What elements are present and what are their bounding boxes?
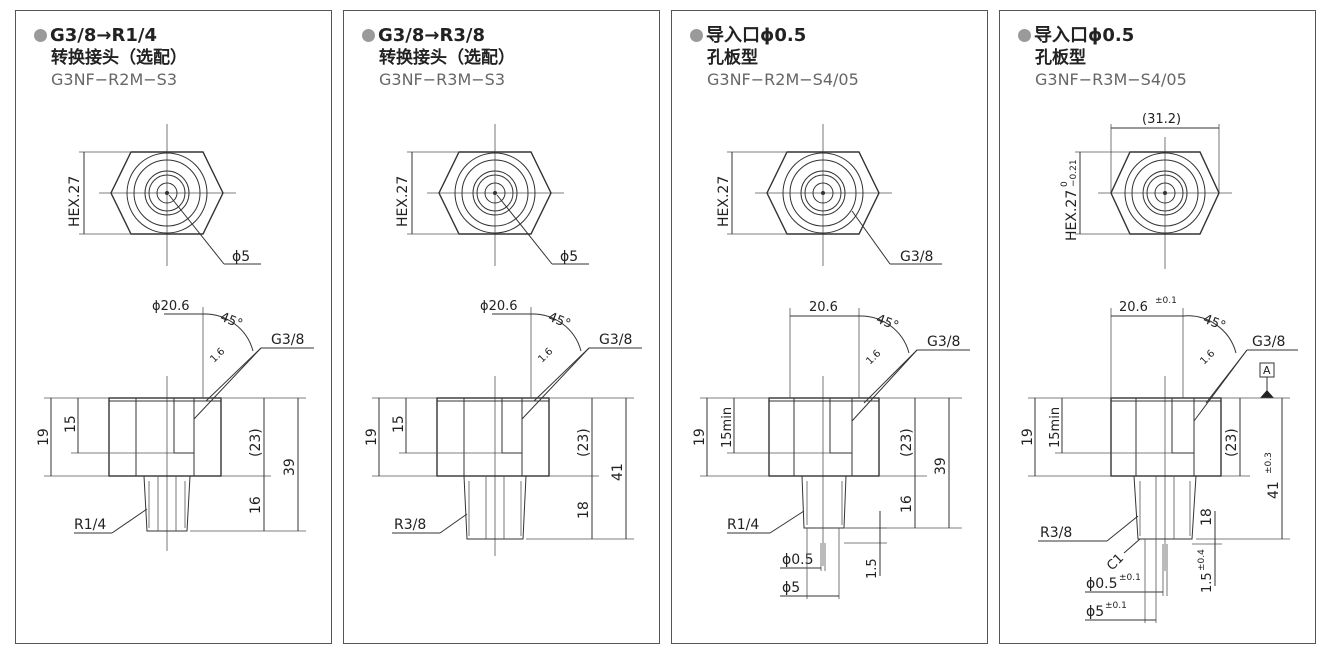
dim-23-label: (23) — [1224, 428, 1240, 457]
model-number: G3NF−R2M−S3 — [51, 70, 177, 89]
dim-total-tol: ±0.3 — [1264, 452, 1274, 474]
technical-drawing: HEX.27 ϕ5 ϕ20.6 45° G3/8 — [36, 124, 314, 551]
dim-23-label: (23) — [899, 428, 915, 457]
dim-19-label: 19 — [36, 428, 52, 446]
dim-total-label: 41 — [610, 463, 626, 481]
drawing-panel-4: 导入口ϕ0.5 孔板型 G3NF−R3M−S4/05 (31.2) HEX.27… — [999, 10, 1316, 644]
hex-label: HEX.27 — [67, 176, 83, 227]
bullet-icon — [690, 29, 703, 42]
datum-label: A — [1263, 364, 1271, 377]
orifice-label: ϕ0.5 — [782, 552, 814, 568]
dim-1-5-label: 1.5 — [865, 558, 880, 579]
panel-title: 导入口ϕ0.5 — [1034, 25, 1135, 46]
panel-subtitle: 孔板型 — [1035, 48, 1086, 68]
panel-subtitle: 孔板型 — [707, 48, 758, 68]
bore-label: ϕ5 — [1086, 604, 1104, 620]
side-view: ϕ20.6 45° G3/8 1.6 19 15 (23) 18 41 — [364, 299, 642, 556]
chamfer-label: 1.6 — [1198, 348, 1217, 367]
hex-label: HEX.27 — [395, 176, 411, 227]
dim-total-label: 39 — [933, 457, 949, 475]
drawing-panel-1: G3/8→R1/4 转换接头（选配） G3NF−R2M−S3 HEX.27 ϕ5 — [15, 10, 332, 644]
chamfer-label: 1.6 — [536, 346, 555, 365]
technical-drawing: HEX.27 ϕ5 ϕ20.6 45° G3/8 1. — [364, 124, 642, 556]
thread-bottom-label: R1/4 — [74, 517, 106, 533]
panel-title: 导入口ϕ0.5 — [706, 25, 807, 46]
bore-label: ϕ5 — [782, 580, 800, 596]
dim-19-label: 19 — [364, 428, 380, 446]
top-view: HEX.27 G3/8 — [716, 124, 942, 266]
dim-total-label: 41 — [1266, 481, 1282, 499]
drawing-panel-2: G3/8→R3/8 转换接头（选配） G3NF−R3M−S3 HEX.27 ϕ5 — [343, 10, 660, 644]
hex-label: HEX.27 — [716, 176, 732, 227]
chamfer-label: 1.6 — [208, 346, 227, 365]
top-view: HEX.27 ϕ5 — [395, 124, 589, 266]
dim-15-label: 15min — [720, 407, 735, 448]
panel-header: 导入口ϕ0.5 孔板型 G3NF−R3M−S4/05 — [1018, 25, 1187, 91]
thread-top-label: G3/8 — [599, 332, 632, 348]
thread-bottom-label: R3/8 — [394, 517, 426, 533]
dim-23-label: (23) — [576, 428, 592, 457]
model-number: G3NF−R3M−S4/05 — [1035, 70, 1187, 89]
dim-23-label: (23) — [248, 428, 264, 457]
technical-drawing: (31.2) HEX.27 0 −0.21 — [1020, 112, 1298, 623]
side-view: 20.6 45° G3/8 1.6 19 15min (23) 16 39 — [692, 300, 970, 599]
orifice-tol: ±0.1 — [1119, 573, 1141, 583]
panel-subtitle: 转换接头（选配） — [51, 48, 187, 68]
dim-bottom-label: 18 — [576, 501, 592, 519]
dim-bottom-label: 16 — [899, 495, 915, 513]
thread-bottom-label: R3/8 — [1040, 525, 1072, 541]
thread-top-label: G3/8 — [1252, 334, 1285, 350]
dim-bottom-label: 16 — [248, 496, 264, 514]
width-label: (31.2) — [1142, 112, 1181, 127]
dia-tol: ±0.1 — [1155, 296, 1177, 306]
thread-top-label: G3/8 — [271, 332, 304, 348]
dia-label: ϕ20.6 — [152, 299, 190, 314]
model-number: G3NF−R3M−S3 — [379, 70, 505, 89]
panel-header: G3/8→R3/8 转换接头（选配） G3NF−R3M−S3 — [362, 25, 515, 91]
dim-1-5-tol: ±0.4 — [1197, 549, 1207, 571]
bullet-icon — [34, 29, 47, 42]
panel-header: G3/8→R1/4 转换接头（选配） G3NF−R2M−S3 — [34, 25, 187, 91]
top-view: (31.2) HEX.27 0 −0.21 — [1060, 112, 1232, 269]
edge-label: C1 — [1104, 551, 1127, 574]
dim-1-5-label: 1.5 — [1200, 572, 1215, 593]
dim-15-label: 15 — [391, 415, 407, 433]
panel-header: 导入口ϕ0.5 孔板型 G3NF−R2M−S4/05 — [690, 25, 859, 91]
orifice-label: ϕ0.5 — [1086, 576, 1118, 592]
bullet-icon — [362, 29, 375, 42]
thread-top-label: G3/8 — [927, 334, 960, 350]
bore-label: ϕ5 — [232, 249, 250, 265]
dim-15-label: 15min — [1048, 407, 1063, 448]
panel-title: G3/8→R1/4 — [50, 25, 157, 46]
hex-label: HEX.27 — [1064, 190, 1080, 241]
dia-label: 20.6 — [809, 300, 838, 315]
port-label: G3/8 — [900, 249, 933, 265]
dia-label: ϕ20.6 — [480, 299, 518, 314]
panel-subtitle: 转换接头（选配） — [379, 48, 515, 68]
bore-label: ϕ5 — [560, 249, 578, 265]
side-view: 20.6 ±0.1 45° G3/8 1.6 A 19 15min (23) — [1020, 296, 1298, 623]
dim-19-label: 19 — [1020, 428, 1036, 446]
bore-tol: ±0.1 — [1105, 601, 1127, 611]
datum-triangle-icon — [1260, 390, 1274, 398]
dia-label: 20.6 — [1119, 300, 1148, 315]
top-view: HEX.27 ϕ5 — [67, 124, 261, 266]
dim-bottom-label: 18 — [1199, 508, 1215, 526]
chamfer-label: 1.6 — [864, 348, 883, 367]
dim-total-label: 39 — [282, 458, 298, 476]
side-view: ϕ20.6 45° G3/8 1.6 19 15 (23) 16 39 — [36, 299, 314, 551]
panel-title: G3/8→R3/8 — [378, 25, 485, 46]
drawing-panel-3: 导入口ϕ0.5 孔板型 G3NF−R2M−S4/05 HEX.27 G3/8 — [671, 10, 988, 644]
hex-tol-top: 0 — [1060, 181, 1070, 187]
thread-bottom-label: R1/4 — [727, 517, 759, 533]
bullet-icon — [1018, 29, 1031, 42]
technical-drawing: HEX.27 G3/8 20.6 45° G3/8 1.6 — [692, 124, 970, 599]
hex-tol-bottom: −0.21 — [1069, 159, 1079, 187]
dim-19-label: 19 — [692, 428, 708, 446]
dim-15-label: 15 — [63, 415, 79, 433]
model-number: G3NF−R2M−S4/05 — [707, 70, 859, 89]
